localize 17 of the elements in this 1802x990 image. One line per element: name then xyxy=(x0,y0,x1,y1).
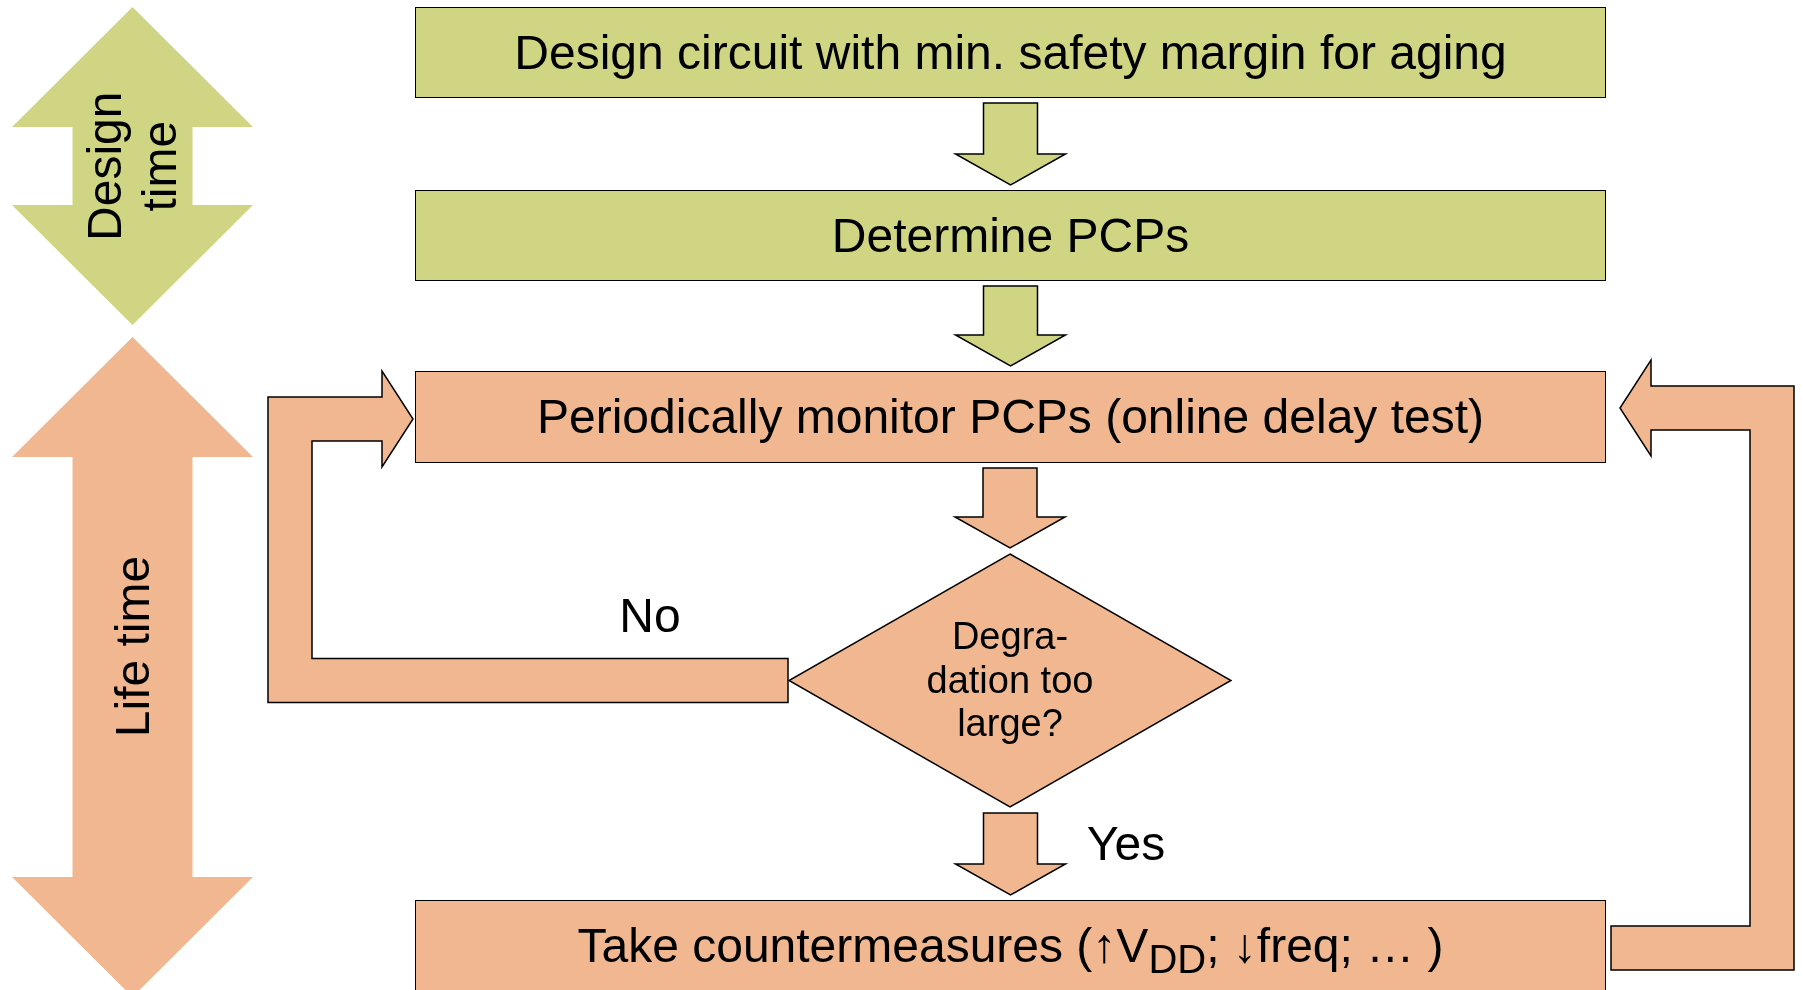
process-box xyxy=(415,190,1606,281)
node-text: Design circuit with min. safety margin for aging xyxy=(514,24,1507,81)
node-text: Take countermeasures (↑V$_{DD}$; ↓freq; … ) xyxy=(577,918,1444,982)
block-arrow xyxy=(952,102,1069,186)
process-box xyxy=(415,900,1606,990)
block-arrow xyxy=(1610,357,1795,971)
block-arrow xyxy=(952,285,1069,367)
arrow-label: Life time xyxy=(104,555,160,740)
node-text: Degra- dation too large? xyxy=(925,614,1095,747)
block-arrow xyxy=(952,467,1068,549)
process-box xyxy=(415,7,1606,98)
node-text: Periodically monitor PCPs (online delay test) xyxy=(536,389,1485,445)
block-arrow xyxy=(267,368,789,704)
process-box xyxy=(415,371,1606,463)
node-text: Determine PCPs xyxy=(831,207,1190,264)
block-arrow xyxy=(952,812,1069,896)
arrow-label: Design time xyxy=(77,90,188,243)
